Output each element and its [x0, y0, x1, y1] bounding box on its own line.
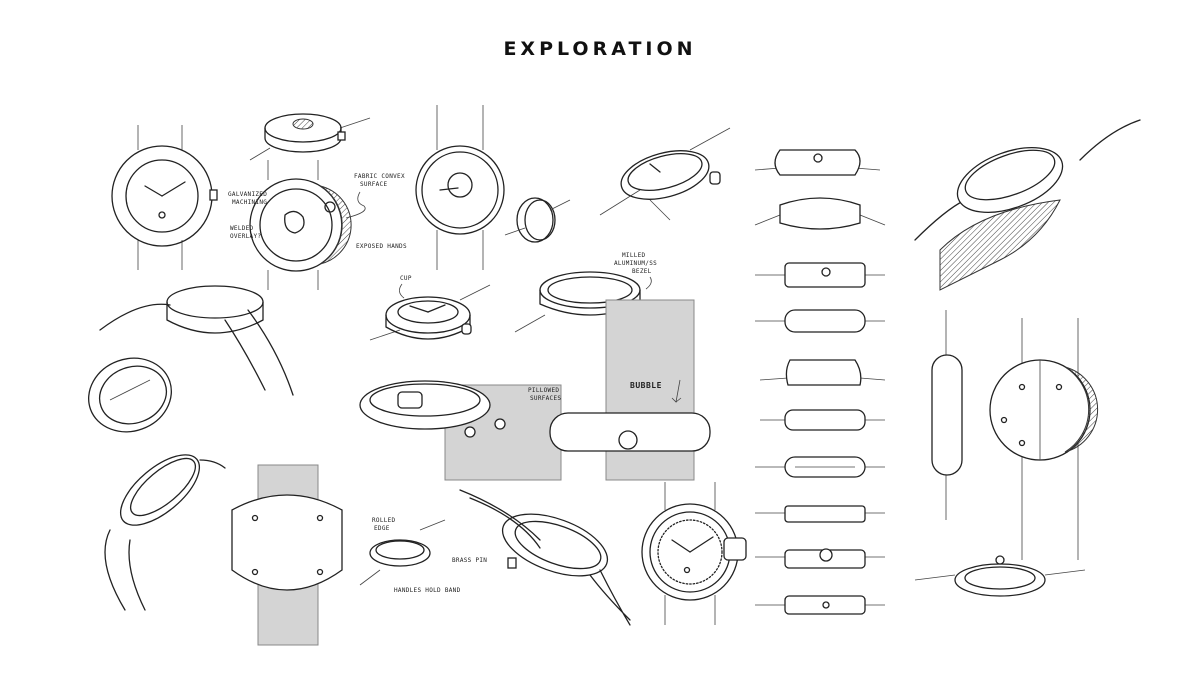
watch-bubble-side: BUBBLE	[549, 379, 711, 452]
annotation-surfaces: SURFACES	[530, 395, 561, 402]
profile-4	[755, 309, 885, 333]
watch-minute-track-dial	[641, 482, 747, 625]
side-profile-series	[754, 149, 886, 615]
watch-ring-band-perspective	[88, 285, 294, 433]
grey-card-tall	[605, 299, 695, 481]
round-watch-front-bezel	[111, 125, 218, 270]
annotation-bubble: BUBBLE	[630, 381, 662, 390]
annotation-machining: MACHINING	[232, 199, 267, 206]
annotation-cup: CUP	[400, 275, 412, 282]
watch-oval-band	[459, 489, 631, 626]
watch-tilted-left	[104, 454, 226, 611]
watch-perspective-strap-top	[914, 119, 1141, 291]
page-title: EXPLORATION	[503, 38, 697, 60]
profile-1	[754, 149, 881, 176]
watch-square-back	[231, 464, 343, 646]
annotation-pillowed: PILLOWED	[528, 387, 559, 394]
profile-8	[755, 505, 885, 523]
annotation-edge: EDGE	[374, 525, 390, 532]
profile-5	[759, 359, 886, 386]
watch-cup-case: CUP	[369, 275, 491, 341]
watch-perspective-strap-bottom	[914, 555, 1086, 597]
watch-exposed-hands-dial: GALVANIZED MACHINING WELDED OVERLAY? FAB…	[228, 160, 407, 290]
profile-2	[754, 197, 886, 230]
watch-top-view-crown	[249, 113, 371, 161]
annotation-handles: HANDLES HOLD BAND	[394, 587, 461, 594]
profile-9	[755, 548, 885, 569]
watch-rolled-edge: ROLLED EDGE BRASS PIN HANDLES HOLD BAND	[359, 517, 487, 594]
profile-10	[755, 595, 885, 615]
annotation-rolled: ROLLED	[372, 517, 396, 524]
annotation-aluminum: ALUMINUM/SS	[614, 260, 657, 267]
profile-3	[755, 262, 885, 288]
watch-ring-perspective	[504, 197, 571, 243]
annotation-exposed-hands: EXPOSED HANDS	[356, 243, 407, 250]
watch-tilted-perspective	[599, 127, 731, 221]
profile-6	[760, 409, 885, 431]
annotation-fabric-convex: FABRIC CONVEX	[354, 173, 405, 180]
watch-case-back-large	[931, 310, 1099, 560]
annotation-galvanized: GALVANIZED	[228, 191, 267, 198]
annotation-bezel: BEZEL	[632, 268, 652, 275]
watch-open-center-dial	[415, 105, 505, 270]
annotation-brass-pin: BRASS PIN	[452, 557, 487, 564]
annotation-overlay: OVERLAY?	[230, 233, 261, 240]
annotation-welded: WELDED	[230, 225, 254, 232]
profile-7	[755, 456, 885, 478]
watch-pillowed-surfaces: PILLOWED SURFACES	[359, 380, 561, 438]
annotation-surface: SURFACE	[360, 181, 387, 188]
annotation-milled: MILLED	[622, 252, 646, 259]
